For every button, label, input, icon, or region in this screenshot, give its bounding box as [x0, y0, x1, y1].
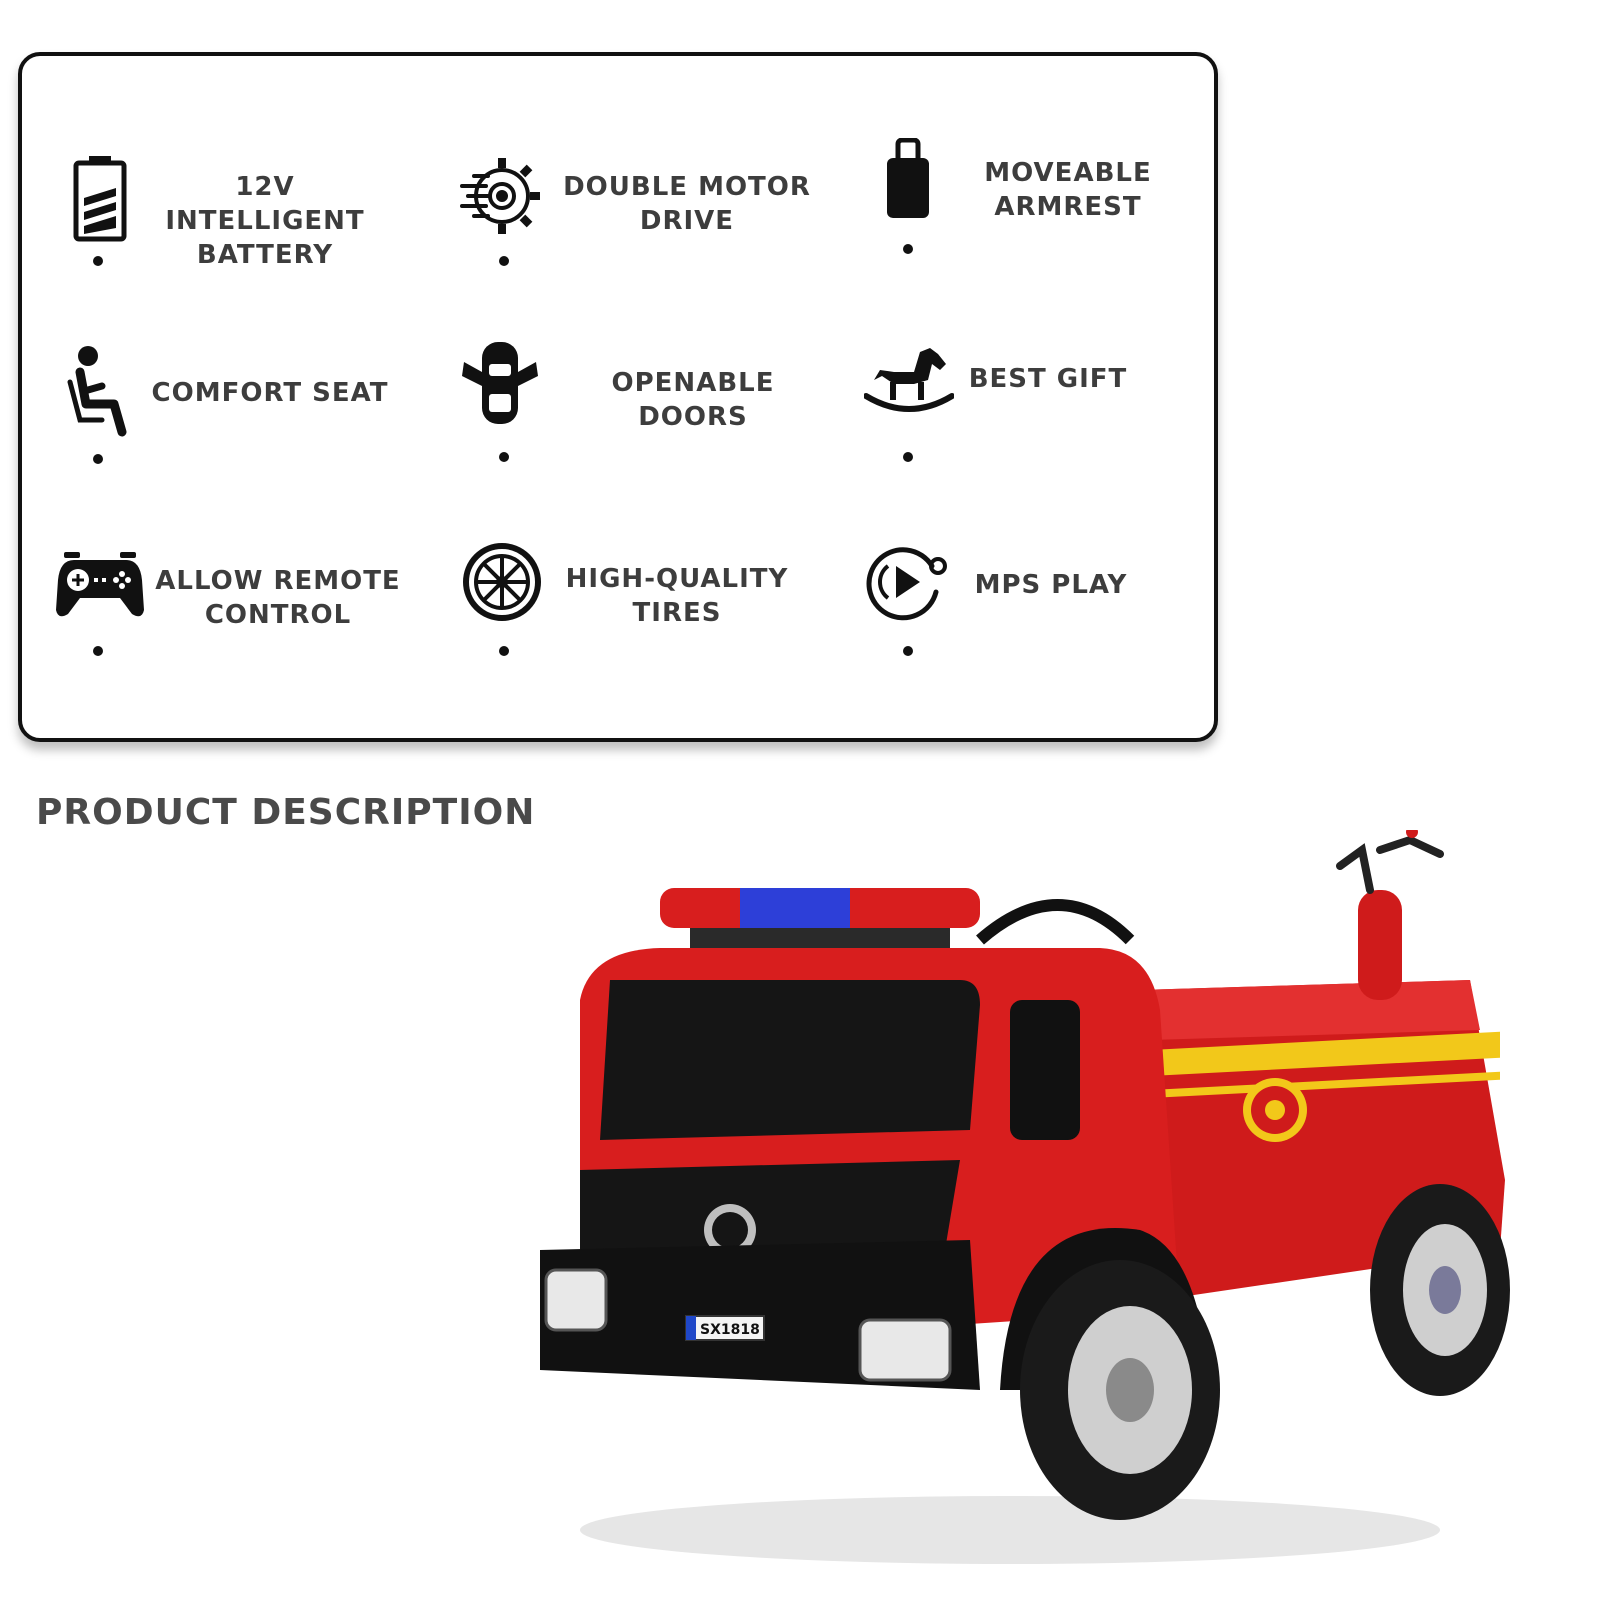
- feature-label: OPENABLE DOORS: [611, 368, 775, 432]
- feature-label: COMFORT SEAT: [151, 378, 389, 408]
- rocking-horse-icon: [864, 348, 954, 412]
- battery-icon: [73, 156, 127, 242]
- feature-dot: [499, 452, 509, 462]
- front-wheel: [1020, 1260, 1220, 1520]
- car-doors-open-icon: [462, 342, 538, 424]
- feature-dot: [903, 452, 913, 462]
- fire-truck-image: 911 SX1818: [540, 830, 1510, 1564]
- tire-icon: [463, 543, 541, 621]
- gamepad-icon: [56, 552, 144, 617]
- feature-label: MPS PLAY: [974, 570, 1128, 600]
- feature-dot: [499, 646, 509, 656]
- truck-number: 911: [1240, 1286, 1361, 1354]
- feature-label: 12V INTELLIGENT BATTERY: [165, 172, 365, 270]
- feature-label: ALLOW REMOTE CONTROL: [155, 566, 401, 630]
- feature-dot: [903, 646, 913, 656]
- motor-gear-icon: [460, 158, 540, 234]
- feature-dot: [903, 244, 913, 254]
- feature-label: BEST GIFT: [968, 364, 1128, 394]
- rear-wheel: [1370, 1184, 1510, 1396]
- feature-label: DOUBLE MOTOR DRIVE: [563, 172, 811, 236]
- luggage-icon: [887, 138, 929, 218]
- feature-dot: [93, 646, 103, 656]
- feature-label: HIGH-QUALITY TIRES: [565, 564, 789, 628]
- feature-dot: [93, 454, 103, 464]
- play-circle-icon: [866, 547, 947, 621]
- section-heading: PRODUCT DESCRIPTION: [36, 792, 536, 833]
- feature-dot: [499, 256, 509, 266]
- feature-label: MOVEABLE ARMREST: [984, 158, 1152, 222]
- fire-dept-emblem: [1243, 1078, 1307, 1142]
- feature-dot: [93, 256, 103, 266]
- features-card: 12V INTELLIGENT BATTERY DOUBLE MOTOR DRI…: [18, 52, 1218, 742]
- license-plate: SX1818: [700, 1322, 760, 1338]
- seated-person-icon: [67, 346, 127, 437]
